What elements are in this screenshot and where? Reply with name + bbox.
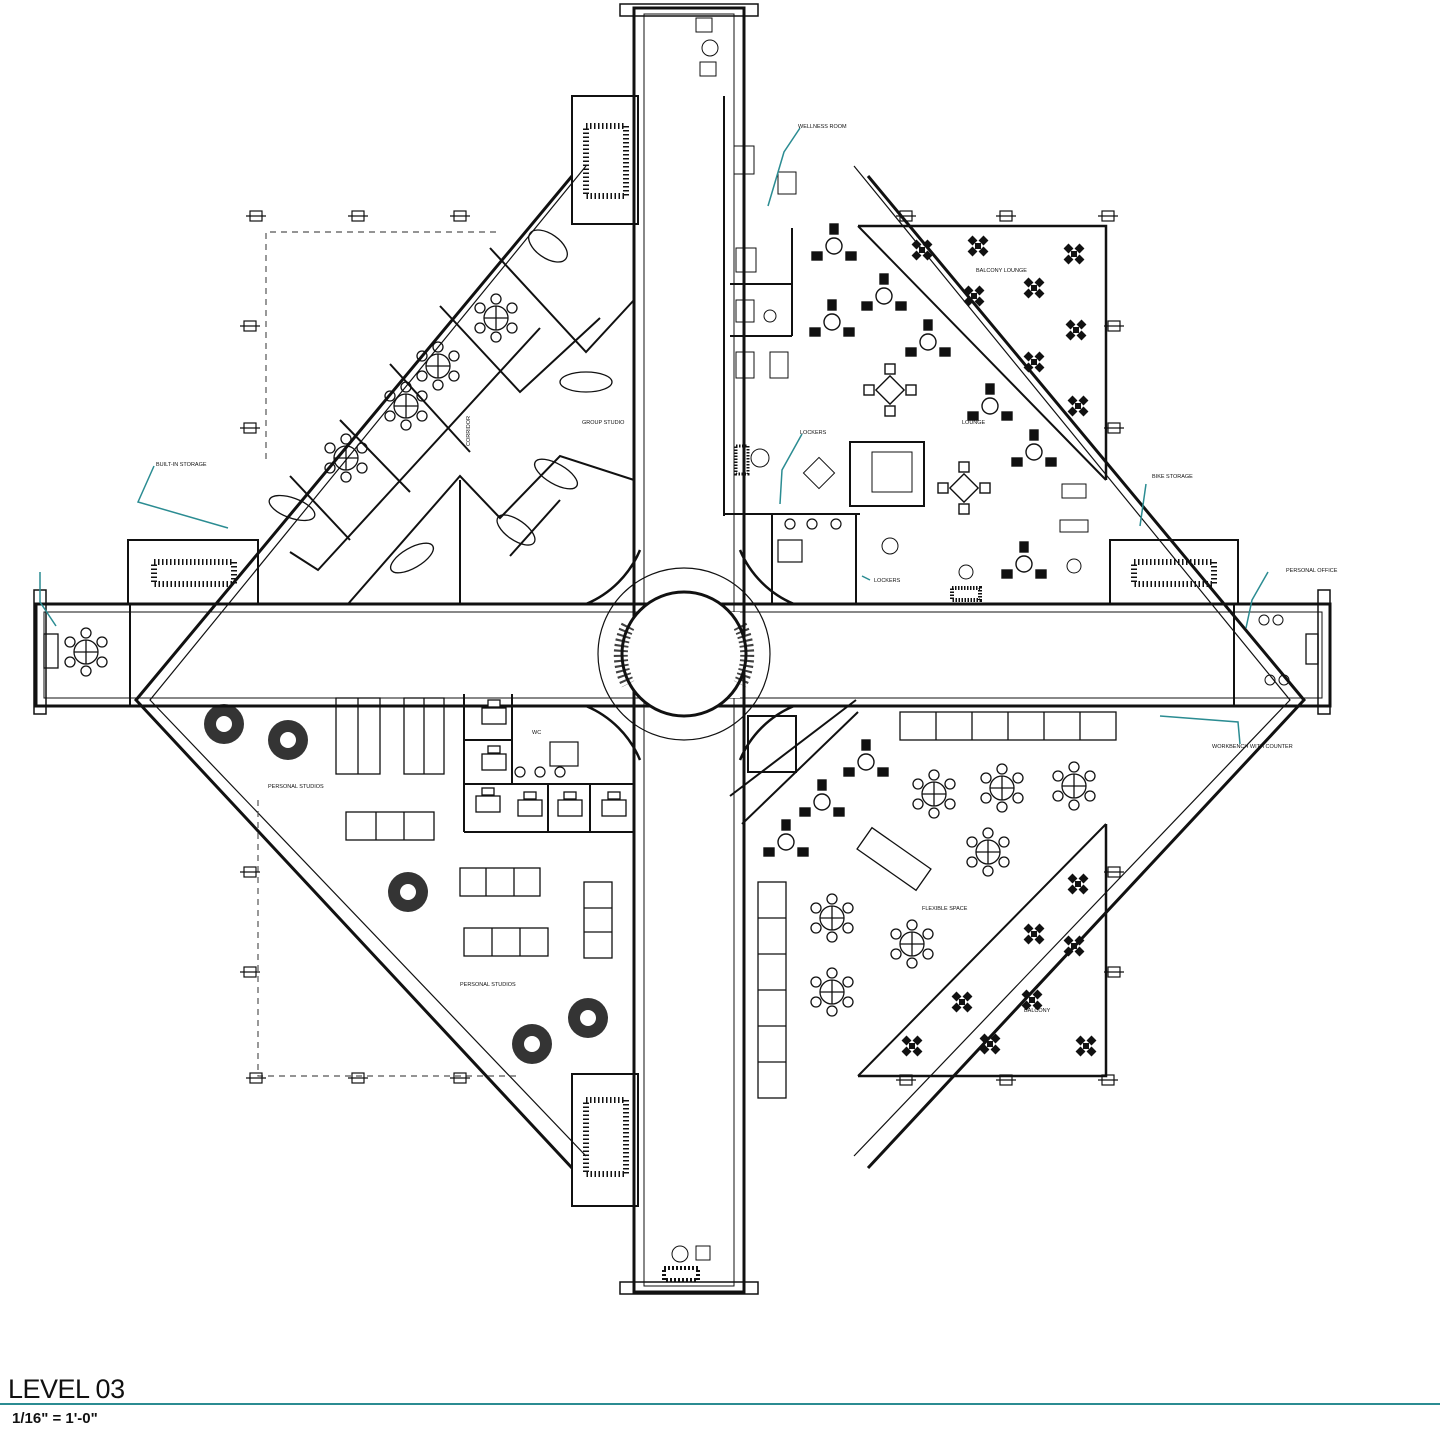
- floor-plan: WELLNESS ROOM BALCONY LOUNGE LOUNGE LOCK…: [33, 3, 1338, 1295]
- label-personal-studios-2: PERSONAL STUDIOS: [460, 982, 516, 988]
- label-wellness: WELLNESS ROOM: [798, 124, 847, 130]
- group-studio-furniture: [268, 229, 613, 574]
- label-workbench: WORKBENCH WITH COUNTER: [1212, 744, 1293, 750]
- label-balcony: BALCONY: [1024, 1008, 1051, 1014]
- balcony-outline: [257, 231, 520, 1077]
- label-wc: WC: [532, 730, 541, 736]
- label-lounge: LOUNGE: [962, 420, 986, 426]
- level-title: LEVEL 03: [8, 1374, 125, 1404]
- stair-cores: [127, 95, 1239, 1207]
- central-rotunda: [585, 549, 795, 761]
- label-personal-studios-1: PERSONAL STUDIOS: [268, 784, 324, 790]
- ne-partitions: [723, 96, 925, 604]
- room-labels: WELLNESS ROOM BALCONY LOUNGE LOUNGE LOCK…: [156, 124, 1338, 1014]
- end-room-furniture: [43, 17, 1319, 1282]
- label-flexible-space: FLEXIBLE SPACE: [922, 906, 968, 912]
- label-balcony-lounge: BALCONY LOUNGE: [976, 268, 1027, 274]
- label-personal-office: PERSONAL OFFICE: [1286, 568, 1338, 574]
- title-underline: [0, 1403, 1440, 1405]
- label-group-studio: GROUP STUDIO: [582, 420, 625, 426]
- scale-note: 1/16" = 1'-0": [12, 1410, 98, 1427]
- label-built-in-storage: BUILT-IN STORAGE: [156, 462, 207, 468]
- personal-studio-furniture: [204, 697, 627, 1064]
- wc-fixtures: [514, 518, 842, 778]
- flexible-space-furniture: [757, 711, 1117, 1099]
- label-lockers-1: LOCKERS: [800, 430, 827, 436]
- label-lockers-2: LOCKERS: [874, 578, 901, 584]
- title-block: LEVEL 03 1/16" = 1'-0": [0, 1360, 1440, 1440]
- balcony-walls: [857, 224, 1108, 1078]
- callout-leaders: [39, 127, 1269, 745]
- label-corridor: CORRIDOR: [466, 416, 472, 446]
- label-bike-storage: BIKE STORAGE: [1152, 474, 1193, 480]
- sw-partitions: [463, 694, 634, 833]
- nw-partitions: [289, 247, 635, 605]
- se-partitions: [729, 699, 859, 825]
- lounge-furniture: [733, 145, 1089, 602]
- building-outline: [134, 165, 1306, 1170]
